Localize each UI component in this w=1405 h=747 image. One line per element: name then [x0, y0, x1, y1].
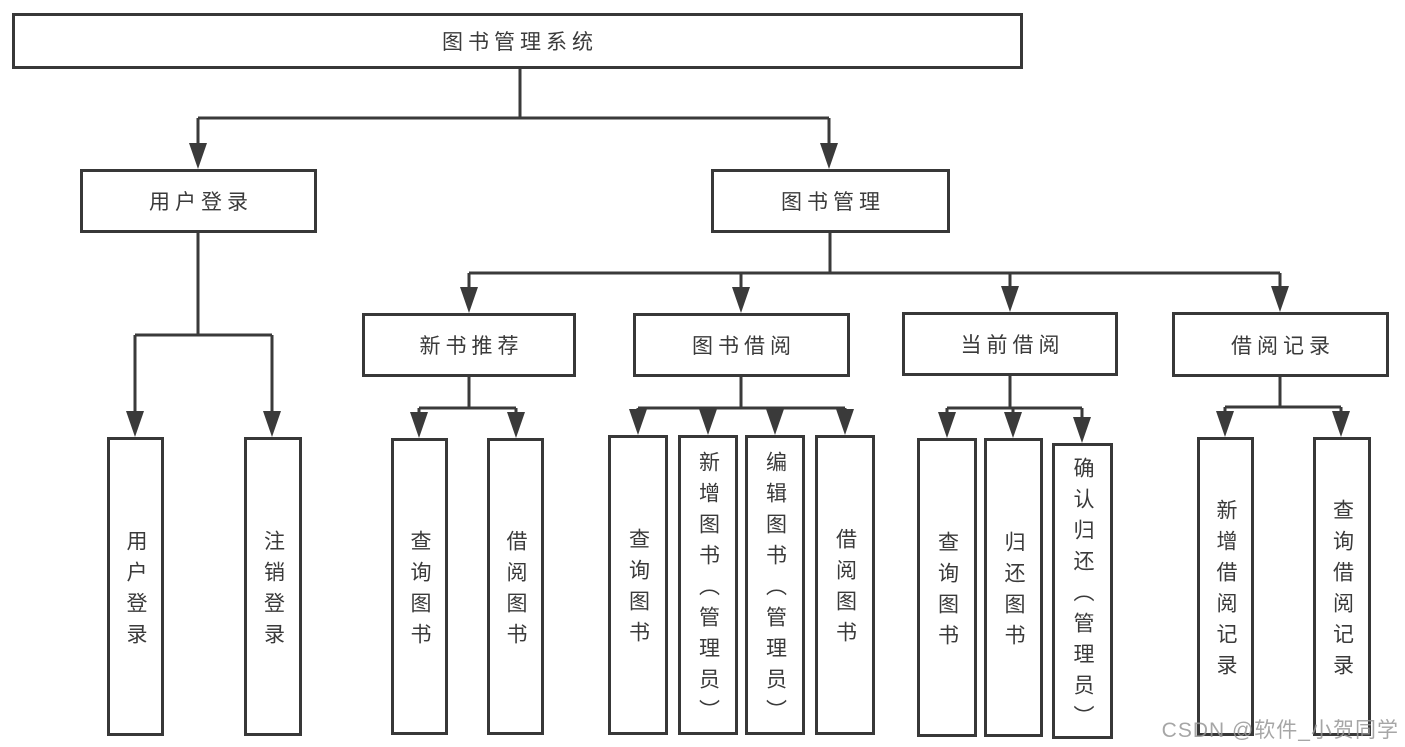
leaf-cb-confirm-return-admin: 确认归还（管理员）	[1052, 443, 1113, 739]
leaf-logout-label: 注销登录	[261, 529, 285, 654]
leaf-br-add-record-label: 新增借阅记录	[1214, 498, 1237, 685]
arrowhead-icon	[820, 143, 838, 169]
arrowhead-icon	[1216, 411, 1234, 437]
leaf-bb-add-books-admin-label: 新增图书（管理员）	[696, 450, 720, 730]
connector-book-borrow-branch	[629, 377, 854, 435]
leaf-logout: 注销登录	[244, 437, 302, 736]
node-current-borrowing-label: 当前借阅	[960, 334, 1065, 357]
node-user-login-label: 用户登录	[149, 191, 253, 214]
arrowhead-icon	[766, 409, 784, 435]
node-user-login: 用户登录	[80, 169, 317, 233]
node-library-system-label: 图书管理系统	[442, 31, 598, 54]
leaf-bb-borrow-books-label: 借阅图书	[833, 528, 857, 652]
leaf-nbr-borrow-books-label: 借阅图书	[504, 529, 527, 654]
leaf-br-add-record: 新增借阅记录	[1197, 437, 1254, 736]
leaf-bb-add-books-admin: 新增图书（管理员）	[678, 435, 738, 735]
arrowhead-icon	[460, 287, 478, 313]
arrowhead-icon	[1001, 286, 1019, 312]
arrowhead-icon	[1332, 411, 1350, 437]
node-book-borrowing: 图书借阅	[633, 313, 850, 377]
arrowhead-icon	[938, 412, 956, 438]
arrowhead-icon	[507, 412, 525, 438]
watermark-text: CSDN @软件_小贺同学	[1161, 719, 1399, 742]
arrowhead-icon	[629, 409, 647, 435]
node-book-borrowing-label: 图书借阅	[692, 335, 796, 358]
connector-new-book-branch	[410, 377, 525, 438]
connector-book-management-branch	[460, 233, 1289, 313]
arrowhead-icon	[732, 287, 750, 313]
leaf-bb-edit-books-admin-label: 编辑图书（管理员）	[763, 450, 787, 730]
leaf-cb-confirm-return-admin-label: 确认归还（管理员）	[1071, 456, 1094, 736]
connector-borrow-records-branch	[1216, 377, 1350, 437]
arrowhead-icon	[410, 412, 428, 438]
leaf-user-login-label: 用户登录	[124, 529, 147, 654]
leaf-user-login: 用户登录	[107, 437, 164, 736]
connector-current-borrow-branch	[938, 376, 1091, 443]
arrowhead-icon	[126, 411, 144, 437]
node-library-system: 图书管理系统	[12, 13, 1023, 69]
leaf-cb-return-books: 归还图书	[984, 438, 1043, 737]
leaf-bb-query-books-label: 查询图书	[626, 528, 650, 652]
node-borrowing-records-label: 借阅记录	[1231, 334, 1335, 358]
arrowhead-icon	[1004, 412, 1022, 438]
leaf-bb-borrow-books: 借阅图书	[815, 435, 875, 735]
arrowhead-icon	[263, 411, 281, 437]
node-book-management-label: 图书管理	[781, 191, 885, 214]
arrowhead-icon	[1073, 417, 1091, 443]
node-new-book-recommend-label: 新书推荐	[419, 335, 524, 358]
leaf-nbr-borrow-books: 借阅图书	[487, 438, 544, 735]
arrowhead-icon	[189, 143, 207, 169]
arrowhead-icon	[699, 409, 717, 435]
connector-root-to-level2	[189, 69, 838, 169]
leaf-br-query-record: 查询借阅记录	[1313, 437, 1371, 736]
leaf-nbr-query-books: 查询图书	[391, 438, 448, 735]
arrowhead-icon	[1271, 286, 1289, 312]
leaf-cb-query-books-label: 查询图书	[935, 530, 959, 655]
node-book-management: 图书管理	[711, 169, 950, 233]
leaf-br-query-record-label: 查询借阅记录	[1330, 498, 1354, 685]
leaf-cb-return-books-label: 归还图书	[1002, 530, 1025, 655]
leaf-cb-query-books: 查询图书	[917, 438, 977, 737]
leaf-bb-edit-books-admin: 编辑图书（管理员）	[745, 435, 805, 735]
leaf-bb-query-books: 查询图书	[608, 435, 668, 735]
arrowhead-icon	[836, 409, 854, 435]
node-new-book-recommend: 新书推荐	[362, 313, 576, 377]
node-borrowing-records: 借阅记录	[1172, 312, 1389, 377]
leaf-nbr-query-books-label: 查询图书	[408, 529, 431, 654]
node-current-borrowing: 当前借阅	[902, 312, 1118, 376]
connector-user-login-branch	[126, 233, 281, 437]
